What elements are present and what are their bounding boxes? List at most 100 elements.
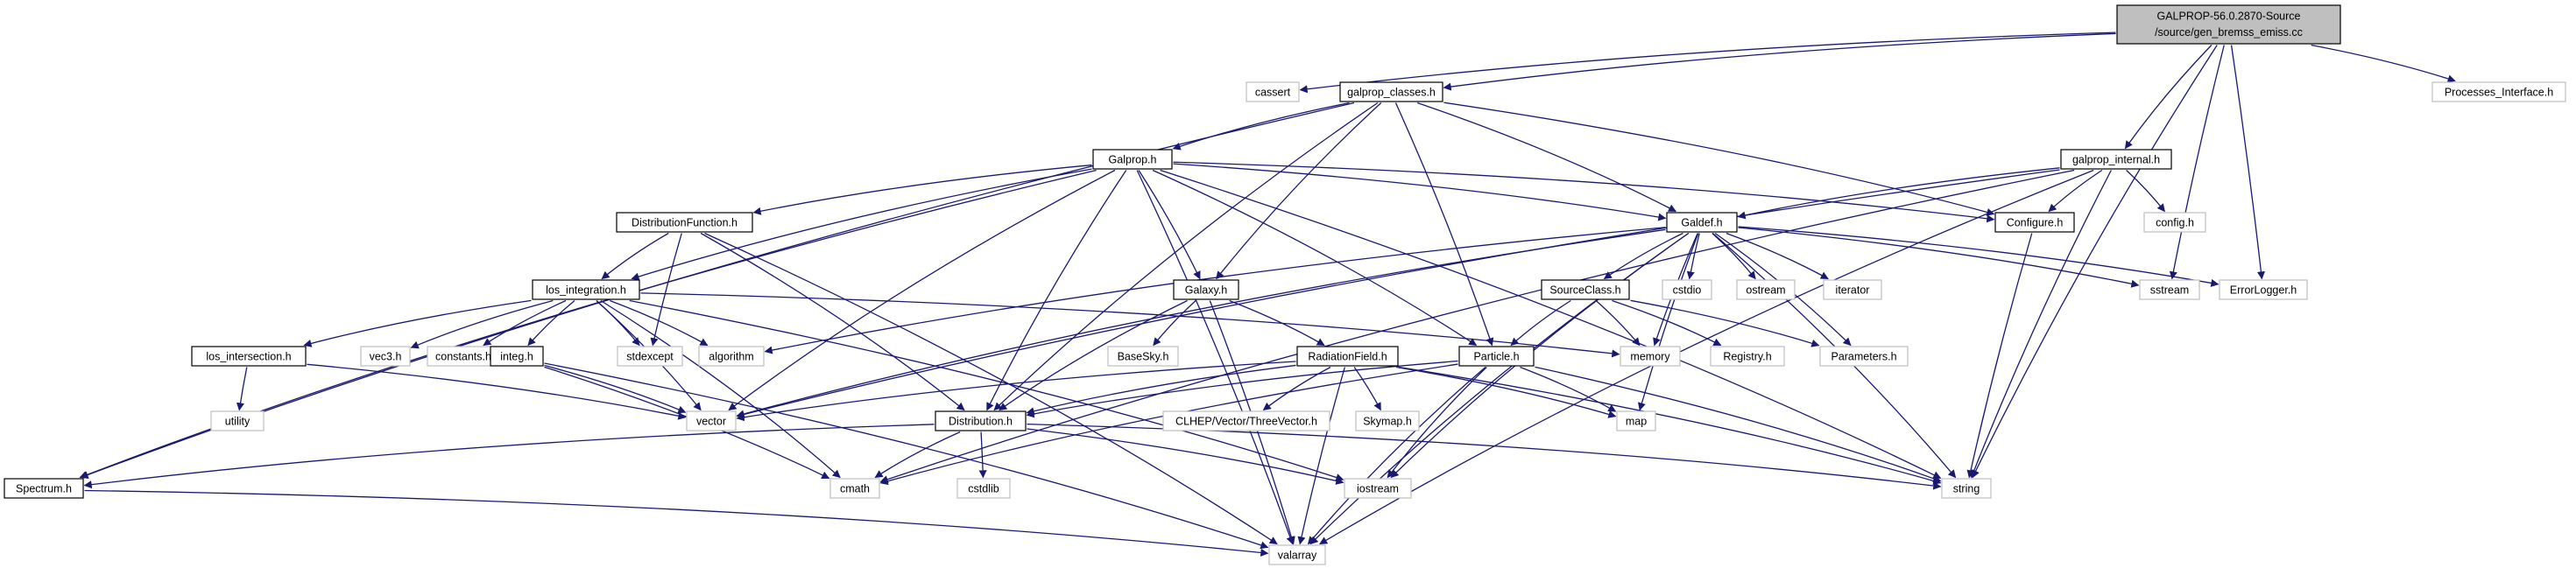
- node-label-configure: Configure.h: [2007, 216, 2064, 228]
- edges-layer: [79, 32, 2456, 557]
- node-box-vector: [686, 410, 737, 431]
- edge-galprop_internal-to-config_h: [2126, 170, 2165, 213]
- node-box-los_integration: [532, 279, 640, 300]
- node-skymap: Skymap.h: [1355, 410, 1420, 431]
- node-label-iostream: iostream: [1357, 482, 1399, 494]
- node-los_intersection[interactable]: los_intersection.h: [191, 346, 307, 367]
- edge-los_integration-to-constants: [483, 299, 567, 347]
- edge-sourceclass-to-memory: [1595, 300, 1641, 347]
- edge-galprop_h-to-distribution: [986, 170, 1127, 411]
- edge-sourceclass-to-registry: [1612, 299, 1722, 347]
- edge-configure-to-string: [1966, 233, 2033, 479]
- node-integ[interactable]: integ.h: [490, 346, 544, 367]
- node-stdexcept: stdexcept: [617, 346, 683, 367]
- node-label-map: map: [1626, 415, 1647, 427]
- node-box-algorithm: [698, 346, 765, 367]
- edge-los_integration-to-algorithm: [610, 299, 709, 347]
- edge-galprop_h-to-string: [1160, 169, 1942, 479]
- edge-galprop_h-to-galdef: [1173, 163, 1667, 221]
- node-box-sstream: [2139, 279, 2200, 300]
- edge-distribution-to-string: [1027, 423, 1942, 490]
- node-label-vec3: vec3.h: [370, 350, 402, 362]
- node-utility: utility: [210, 410, 265, 431]
- node-label-valarray: valarray: [1278, 549, 1317, 561]
- node-particle[interactable]: Particle.h: [1458, 346, 1535, 367]
- node-iostream: iostream: [1344, 478, 1412, 499]
- node-cassert: cassert: [1246, 81, 1300, 102]
- node-radiationfield[interactable]: RadiationField.h: [1296, 346, 1399, 367]
- node-cstdlib: cstdlib: [956, 478, 1011, 499]
- node-label-integ: integ.h: [500, 350, 533, 362]
- node-config_h: config.h: [2143, 212, 2206, 233]
- edge-root-to-string: [1972, 45, 2218, 479]
- edge-galprop_classes-to-configure: [1443, 102, 1995, 216]
- node-sourceclass[interactable]: SourceClass.h: [1541, 279, 1630, 300]
- node-label-ostream: ostream: [1746, 284, 1785, 296]
- node-box-distribution: [935, 410, 1027, 431]
- edge-galprop_internal-to-configure: [2048, 169, 2103, 213]
- node-box-errorlogger: [2219, 279, 2308, 300]
- node-label-config_h: config.h: [2156, 216, 2194, 228]
- edge-radiationfield-to-clhep: [1262, 366, 1331, 411]
- node-box-registry: [1710, 346, 1785, 367]
- node-spectrum[interactable]: Spectrum.h: [4, 478, 84, 499]
- node-label-particle: Particle.h: [1473, 350, 1519, 362]
- node-root[interactable]: GALPROP-56.0.2870-Source/source/gen_brem…: [2116, 4, 2341, 45]
- edge-root-to-galprop_internal: [2124, 45, 2213, 150]
- node-distribution[interactable]: Distribution.h: [935, 410, 1027, 431]
- edge-galprop_h-to-los_integration: [631, 168, 1092, 281]
- node-label2-root: /source/gen_bremss_emiss.cc: [2155, 26, 2303, 39]
- node-galprop_internal[interactable]: galprop_internal.h: [2060, 149, 2172, 170]
- edge-galdef-to-sourceclass: [1603, 232, 1683, 280]
- node-label-cmath: cmath: [840, 482, 870, 494]
- node-sstream: sstream: [2139, 279, 2200, 300]
- node-label-cassert: cassert: [1255, 86, 1291, 98]
- node-configure[interactable]: Configure.h: [1994, 212, 2075, 233]
- edge-distribution-to-iostream: [1027, 428, 1344, 485]
- edge-galprop_h-to-spectrum: [79, 169, 1097, 479]
- node-label-processes_interface: Processes_Interface.h: [2445, 86, 2553, 98]
- node-box-stdexcept: [617, 346, 683, 367]
- node-box-distfunc: [616, 212, 753, 233]
- edge-galaxy-to-radiationfield: [1229, 299, 1325, 347]
- node-label-vector: vector: [696, 415, 726, 427]
- edge-galdef-to-sstream: [1738, 227, 2140, 288]
- edge-galprop_internal-to-cmath: [879, 169, 2075, 483]
- edge-root-to-cassert: [1299, 32, 2116, 94]
- node-clhep: CLHEP/Vector/ThreeVector.h: [1162, 410, 1330, 431]
- edge-integ-to-valarray: [544, 362, 1269, 550]
- node-processes_interface: Processes_Interface.h: [2431, 81, 2566, 102]
- node-label-galprop_classes: galprop_classes.h: [1347, 86, 1436, 98]
- node-galaxy[interactable]: Galaxy.h: [1173, 279, 1239, 300]
- edge-galprop_classes-to-galprop_h: [1172, 102, 1350, 151]
- node-los_integration[interactable]: los_integration.h: [532, 279, 640, 300]
- node-box-ostream: [1736, 279, 1796, 300]
- node-label-skymap: Skymap.h: [1363, 415, 1412, 427]
- edge-galprop_h-to-valarray: [1136, 170, 1295, 545]
- node-map: map: [1616, 410, 1656, 431]
- node-constants: constants.h: [427, 346, 500, 367]
- edge-los_intersection-to-utility: [236, 367, 248, 411]
- node-label-clhep: CLHEP/Vector/ThreeVector.h: [1175, 415, 1317, 427]
- node-box-parameters: [1819, 346, 1909, 367]
- node-galprop_h[interactable]: Galprop.h: [1092, 149, 1173, 170]
- node-galdef[interactable]: Galdef.h: [1666, 212, 1738, 233]
- node-box-vec3: [360, 346, 411, 367]
- node-label-spectrum: Spectrum.h: [16, 482, 72, 494]
- edge-particle-to-distribution: [1026, 360, 1458, 418]
- node-ostream: ostream: [1736, 279, 1796, 300]
- node-galprop_classes[interactable]: galprop_classes.h: [1339, 81, 1443, 102]
- node-distfunc[interactable]: DistributionFunction.h: [616, 212, 753, 233]
- edge-galdef-to-vector: [736, 228, 1666, 418]
- node-box-integ: [490, 346, 544, 367]
- edge-distfunc-to-distribution: [700, 232, 965, 411]
- nodes-layer: GALPROP-56.0.2870-Source/source/gen_brem…: [4, 4, 2566, 565]
- node-box-basesky: [1107, 346, 1179, 367]
- edge-sourceclass-to-particle: [1510, 299, 1571, 347]
- edge-particle-to-map: [1520, 366, 1617, 412]
- node-label-utility: utility: [225, 415, 251, 427]
- edge-radiationfield-to-distribution: [1026, 364, 1296, 416]
- edge-galprop_h-to-distfunc: [752, 164, 1092, 215]
- edge-root-to-galprop_classes: [1443, 32, 2116, 91]
